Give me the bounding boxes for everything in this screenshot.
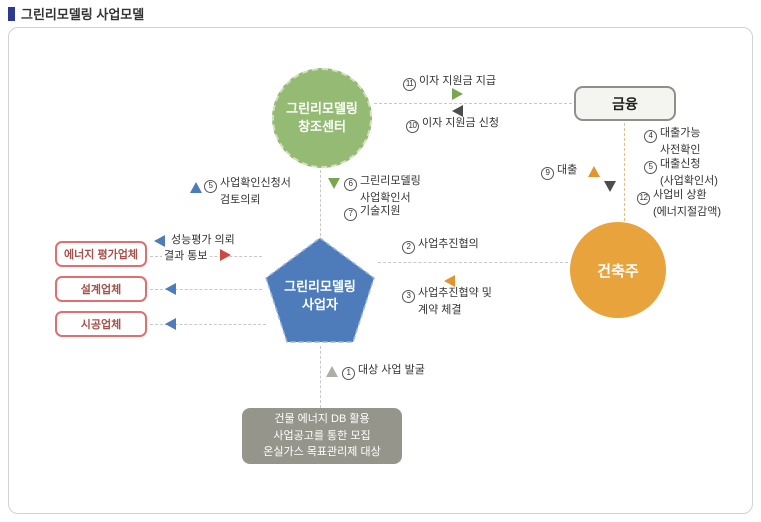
arrow-left-construction	[165, 318, 176, 330]
flow-12-number: 12	[637, 191, 650, 205]
flow-10-text: 이자 지원금 신청	[422, 117, 499, 129]
flow-6-number: 6	[344, 177, 357, 191]
flow-11-text: 이자 지원금 지급	[419, 75, 496, 87]
source-line-3: 온실가스 목표관리제 대상	[263, 446, 381, 459]
supplier-box-energy-evaluation: 에너지 평가업체	[55, 241, 147, 267]
title-marker-icon	[8, 6, 15, 21]
operator-label-line1: 그린리모델링	[284, 279, 356, 294]
flow-6-line2: 사업확인서	[360, 191, 411, 204]
arrow-right-result-notice	[220, 249, 231, 261]
flow-4-line2: 사전확인	[660, 143, 701, 156]
flow-6-line1: 그린리모델링	[360, 175, 421, 187]
flow-7-text: 기술지원	[360, 205, 401, 217]
operator-label: 그린리모델링 사업자	[264, 278, 376, 314]
connector-center-operator	[320, 170, 321, 236]
connector-operator-design	[150, 289, 262, 290]
source-line-1: 건물 에너지 DB 활용	[274, 413, 370, 426]
source-line-2: 사업공고를 통한 모집	[273, 429, 371, 442]
creation-center-label-line2: 창조센터	[298, 119, 346, 134]
flow-4-line1: 대출가능	[660, 127, 701, 139]
arrow-left-design	[165, 283, 176, 295]
operator-pentagon-shape	[265, 237, 375, 343]
performance-request-text: 성능평가 의뢰	[171, 234, 235, 246]
supplier-box-design: 설계업체	[55, 276, 147, 302]
flow-3-number: 3	[402, 289, 415, 303]
supplier-box-construction: 시공업체	[55, 311, 147, 337]
connector-operator-owner	[378, 262, 568, 263]
arrow-down-confirm-issue	[328, 178, 340, 189]
arrow-left-interest-apply	[452, 105, 463, 117]
arrow-up-loan	[588, 166, 600, 177]
flow-11-number: 11	[403, 77, 416, 91]
operator-node: 그린리모델링 사업자	[264, 236, 376, 344]
owner-label: 건축주	[597, 262, 639, 280]
arrow-down-loan-apply	[604, 181, 616, 192]
flow-7-number: 7	[344, 207, 357, 221]
connector-operator-construction	[150, 324, 266, 325]
arrow-up-project-discovery	[326, 366, 338, 377]
flow-2-number: 2	[402, 240, 415, 254]
flow-12-line2: (에너지절감액)	[653, 205, 722, 218]
page-title: 그린리모델링 사업모델	[8, 4, 144, 23]
creation-center-label-line1: 그린리모델링	[286, 101, 358, 117]
flow-5-review-line1: 사업확인신청서	[220, 177, 291, 189]
supplier-construction-label: 시공업체	[80, 319, 122, 331]
operator-label-line2: 사업자	[302, 297, 338, 313]
target-source-box: 건물 에너지 DB 활용 사업공고를 통한 모집 온실가스 목표관리제 대상	[242, 408, 402, 464]
finance-label: 금융	[612, 95, 638, 112]
flow-5-loan-number: 5	[644, 160, 657, 174]
flow-3-line1: 사업추진협약 및	[418, 287, 492, 299]
flow-12-line1: 사업비 상환	[653, 189, 707, 201]
arrow-left-agreement	[444, 275, 455, 287]
arrow-left-performance-request	[154, 235, 165, 247]
supplier-design-label: 설계업체	[80, 284, 122, 296]
flow-3-line2: 계약 체결	[418, 303, 462, 316]
flow-10-number: 10	[406, 119, 419, 133]
arrow-right-interest-payment	[452, 88, 463, 100]
connector-finance-owner	[624, 123, 625, 221]
flow-5-loan-line2: (사업확인서)	[660, 174, 718, 187]
owner-node: 건축주	[570, 222, 666, 318]
label-performance-request: 성능평가 의뢰	[169, 233, 237, 247]
flow-5-review-number: 5	[204, 179, 217, 193]
label-result-notice: 결과 통보	[162, 249, 210, 263]
flow-1-number: 1	[342, 366, 355, 380]
result-notice-text: 결과 통보	[164, 250, 208, 262]
flow-9-number: 9	[541, 166, 554, 180]
flow-5-review-line2: 검토의뢰	[220, 193, 261, 206]
flow-9-text: 대출	[557, 164, 578, 176]
supplier-energy-label: 에너지 평가업체	[64, 249, 138, 261]
flow-5-loan-line1: 대출신청	[660, 158, 701, 170]
flow-2-text: 사업추진협의	[418, 238, 479, 250]
page-title-text: 그린리모델링 사업모델	[21, 7, 145, 22]
connector-center-finance	[374, 103, 572, 104]
connector-operator-source	[320, 346, 321, 408]
creation-center-node: 그린리모델링 창조센터	[272, 68, 372, 168]
flow-4-number: 4	[644, 129, 657, 143]
flow-1-text: 대상 사업 발굴	[358, 364, 425, 376]
arrow-up-confirm-review	[190, 182, 202, 193]
finance-node: 금융	[574, 86, 676, 121]
